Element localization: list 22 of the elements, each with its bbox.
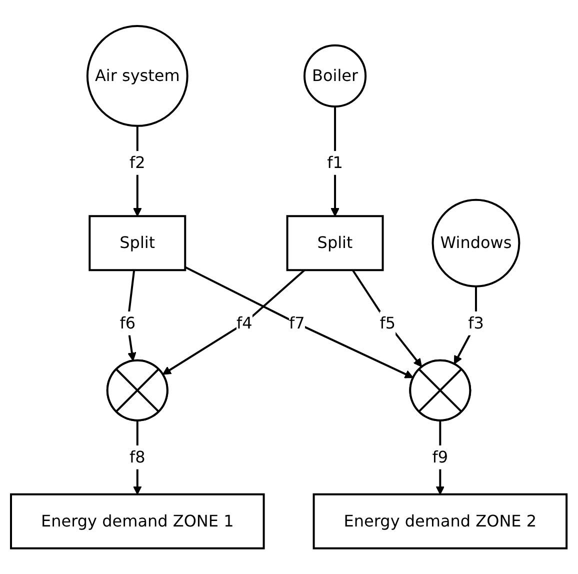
node-box: Split <box>88 214 186 271</box>
arrow <box>184 266 414 378</box>
arrow <box>133 126 142 216</box>
node-box: Split <box>286 214 384 271</box>
node-box: Energy demand ZONE 2 <box>313 493 568 550</box>
edge-label: f1 <box>327 152 344 172</box>
edge-label: f6 <box>120 313 136 332</box>
node-box: Energy demand ZONE 1 <box>10 493 265 550</box>
arrow <box>352 269 422 367</box>
edge-label: f3 <box>468 313 484 332</box>
edge-label: f7 <box>289 313 306 332</box>
arrow <box>330 106 340 216</box>
edge-label: f4 <box>236 313 253 332</box>
edge-label: f8 <box>130 447 146 466</box>
arrow <box>162 269 306 375</box>
edge-label: f9 <box>432 447 448 466</box>
edge-label: f5 <box>380 313 396 332</box>
arrow <box>454 286 478 364</box>
node-circle: Boiler <box>304 44 367 108</box>
node-circle: Air system <box>86 24 189 127</box>
node-circle: Windows <box>432 198 520 288</box>
edge-label: f2 <box>130 152 146 172</box>
